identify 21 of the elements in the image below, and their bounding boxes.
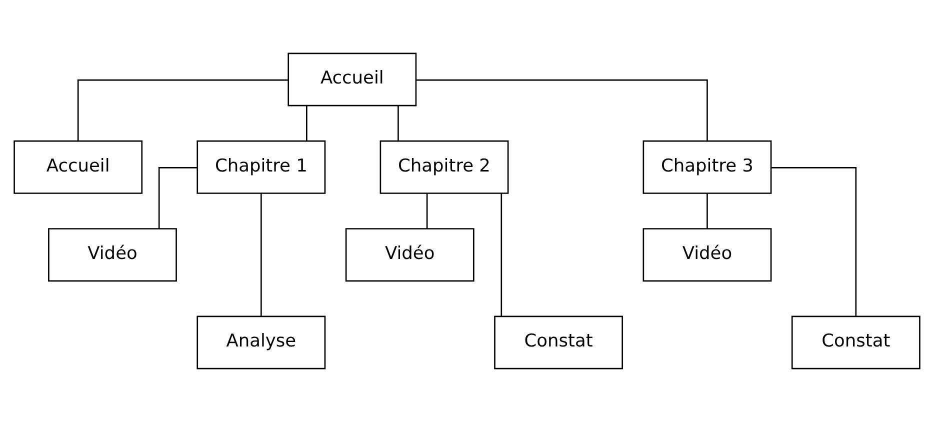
connector — [306, 106, 307, 141]
connector — [500, 193, 502, 316]
node-box: Analyse — [196, 316, 326, 370]
connector — [76, 79, 288, 142]
node-box: Chapitre 2 — [379, 140, 508, 194]
node-box: Accueil — [13, 140, 142, 194]
node-box: Chapitre 3 — [642, 140, 772, 194]
connector — [416, 79, 708, 142]
node-box: Vidéo — [48, 228, 176, 282]
connector — [158, 167, 197, 229]
connector — [770, 167, 856, 316]
connector — [260, 193, 262, 316]
node-box: Accueil — [287, 52, 416, 106]
connector — [397, 106, 398, 141]
node-box: Vidéo — [642, 228, 772, 282]
node-box: Constat — [790, 316, 920, 370]
node-box: Chapitre 1 — [196, 140, 326, 194]
connector — [706, 193, 708, 229]
node-box: Constat — [494, 316, 622, 370]
connector — [426, 193, 428, 229]
node-box: Vidéo — [344, 228, 474, 282]
